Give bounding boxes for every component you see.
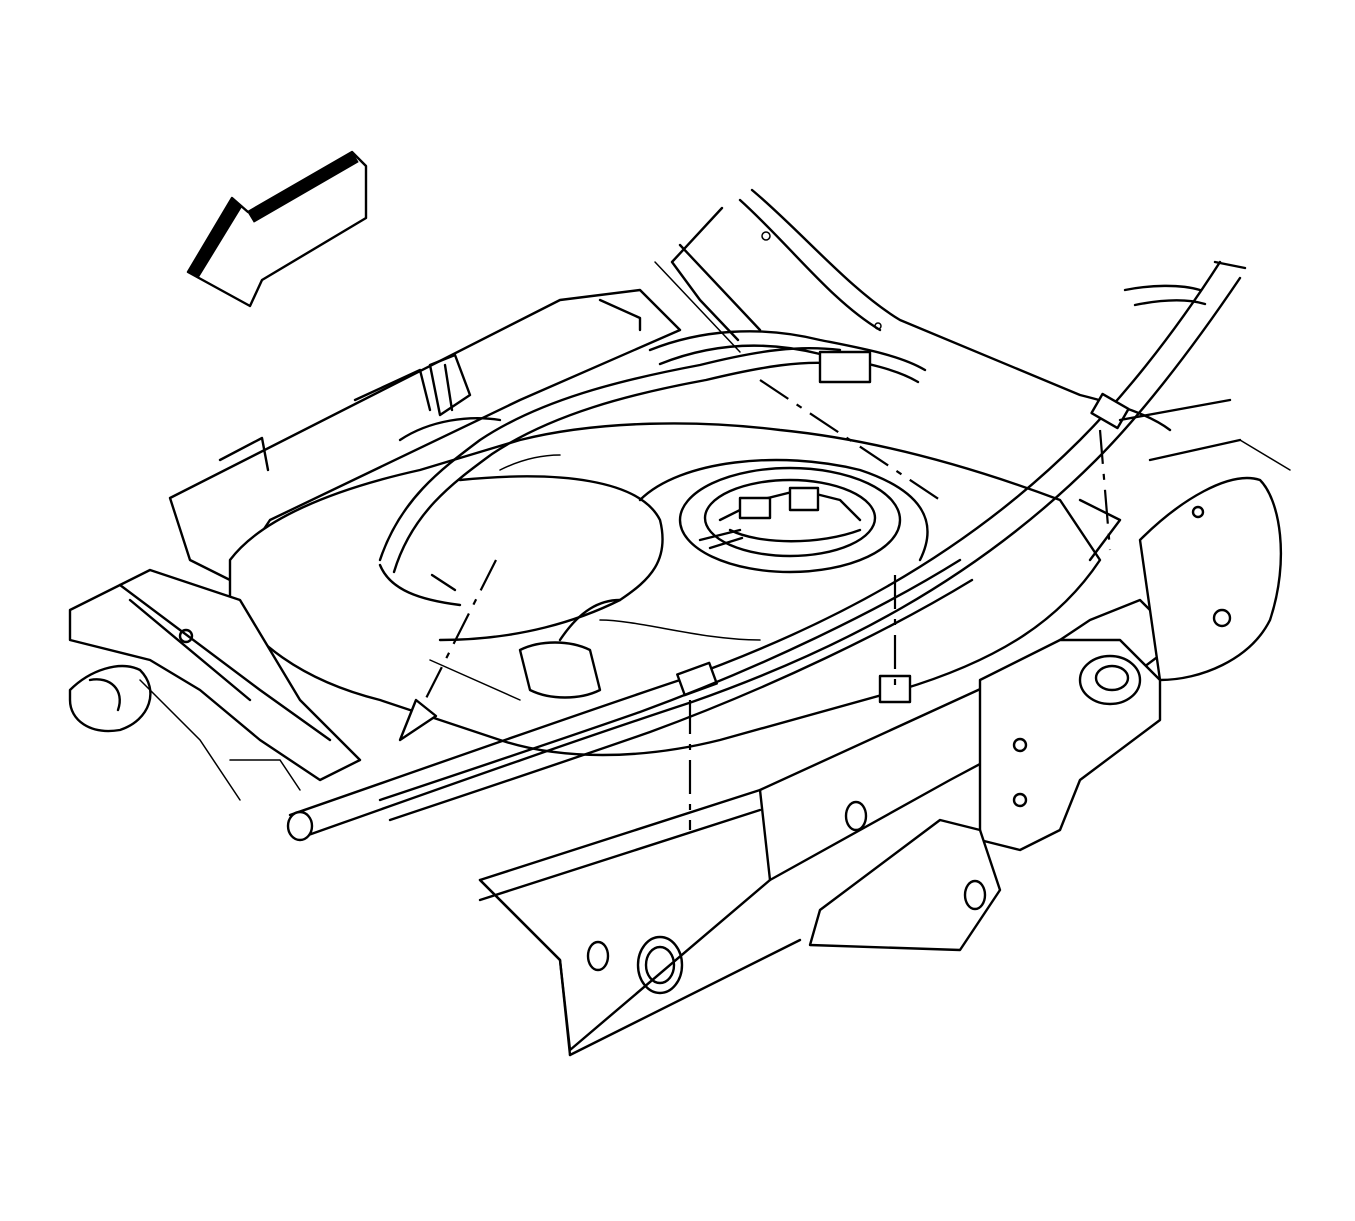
rear-floor-pan	[654, 188, 1172, 432]
direction-arrow-icon	[186, 150, 368, 308]
left-frame-rail	[168, 288, 682, 582]
upper-fuel-lines	[378, 330, 927, 607]
assembly-guide-lines	[398, 379, 1112, 830]
suspension-bracket	[808, 638, 1162, 952]
left-crossmember	[68, 568, 362, 801]
right-body-structure	[1078, 398, 1291, 682]
fuel-pump-module	[678, 466, 902, 574]
secondary-fuel-line	[378, 558, 974, 822]
